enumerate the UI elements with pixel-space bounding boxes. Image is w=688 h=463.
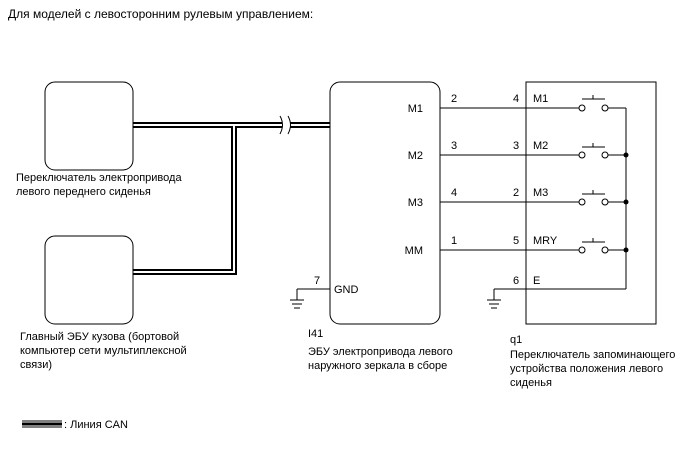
ecu-pin-number: 3 — [451, 140, 457, 152]
ecu-pin-name-m1: M1 — [408, 103, 423, 115]
can-bus — [133, 115, 330, 275]
contact-terminal — [601, 246, 609, 254]
body-ecu-label-3: связи) — [20, 359, 52, 371]
switch-pin-name-e: E — [533, 275, 540, 287]
switch-pin-name-m3: M3 — [533, 187, 548, 199]
ecu-pin-name-m2: M2 — [408, 150, 423, 162]
signal-wires — [297, 107, 626, 290]
contact-terminal — [578, 151, 586, 159]
contact-terminal — [578, 198, 586, 206]
contact-terminal — [578, 246, 586, 254]
legend: : Линия CAN — [22, 419, 128, 431]
memory-switch-box — [525, 81, 657, 325]
switch-pin-name-m2: M2 — [533, 140, 548, 152]
ecu-pin-name-gnd: GND — [334, 284, 359, 296]
body-ecu-label-2: компьютер сети мультиплексной — [20, 345, 187, 357]
contact-terminal — [601, 198, 609, 206]
legend-label: : Линия CAN — [64, 419, 128, 431]
switch-pin-name-mry: MRY — [533, 235, 558, 247]
diagram-heading: Для моделей с левосторонним рулевым упра… — [8, 7, 313, 21]
switch-pin-number: 4 — [513, 93, 519, 105]
switch-contacts — [578, 95, 629, 289]
junction-dot — [623, 199, 629, 205]
memory-switch-code: q1 — [510, 334, 522, 346]
switch-pin-number: 6 — [513, 275, 519, 287]
memory-switch-label-1: Переключатель запоминающего — [510, 349, 675, 361]
ecu-pin-number: 4 — [451, 187, 457, 199]
switch-pin-name-m1: M1 — [533, 93, 548, 105]
can-break-mark — [287, 115, 291, 135]
mirror-ecu-label-2: наружного зеркала в сборе — [308, 360, 447, 372]
junction-dot — [623, 247, 629, 253]
contact-terminal — [601, 151, 609, 159]
body-ecu-label-1: Главный ЭБУ кузова (бортовой — [20, 331, 179, 343]
seat-switch-label-1: Переключатель электропривода — [16, 172, 182, 184]
ecu-pin-number: 1 — [451, 235, 457, 247]
ecu-pin-number: 7 — [314, 275, 320, 287]
switch-pin-number: 2 — [513, 187, 519, 199]
mirror-ecu-code: I41 — [308, 328, 323, 340]
ground-symbol-switch — [487, 289, 501, 309]
seat-switch-box — [44, 81, 134, 171]
seat-switch-label-2: левого переднего сиденья — [16, 186, 151, 198]
switch-pin-number: 5 — [513, 235, 519, 247]
mirror-ecu-box — [329, 81, 441, 325]
can-break-mark — [279, 115, 283, 135]
body-ecu-box — [44, 235, 134, 325]
contact-terminal — [578, 104, 586, 112]
ecu-pin-number: 2 — [451, 93, 457, 105]
memory-switch-label-3: сиденья — [510, 377, 552, 389]
ecu-pin-name-m3: M3 — [408, 197, 423, 209]
junction-dot — [623, 152, 629, 158]
memory-switch-label-2: устройства положения левого — [510, 363, 663, 375]
mirror-ecu-label-1: ЭБУ электропривода левого — [308, 346, 453, 358]
contact-terminal — [601, 104, 609, 112]
ecu-pin-name-mm: MM — [405, 245, 423, 257]
switch-pin-number: 3 — [513, 140, 519, 152]
ground-symbol-ecu — [290, 289, 304, 309]
